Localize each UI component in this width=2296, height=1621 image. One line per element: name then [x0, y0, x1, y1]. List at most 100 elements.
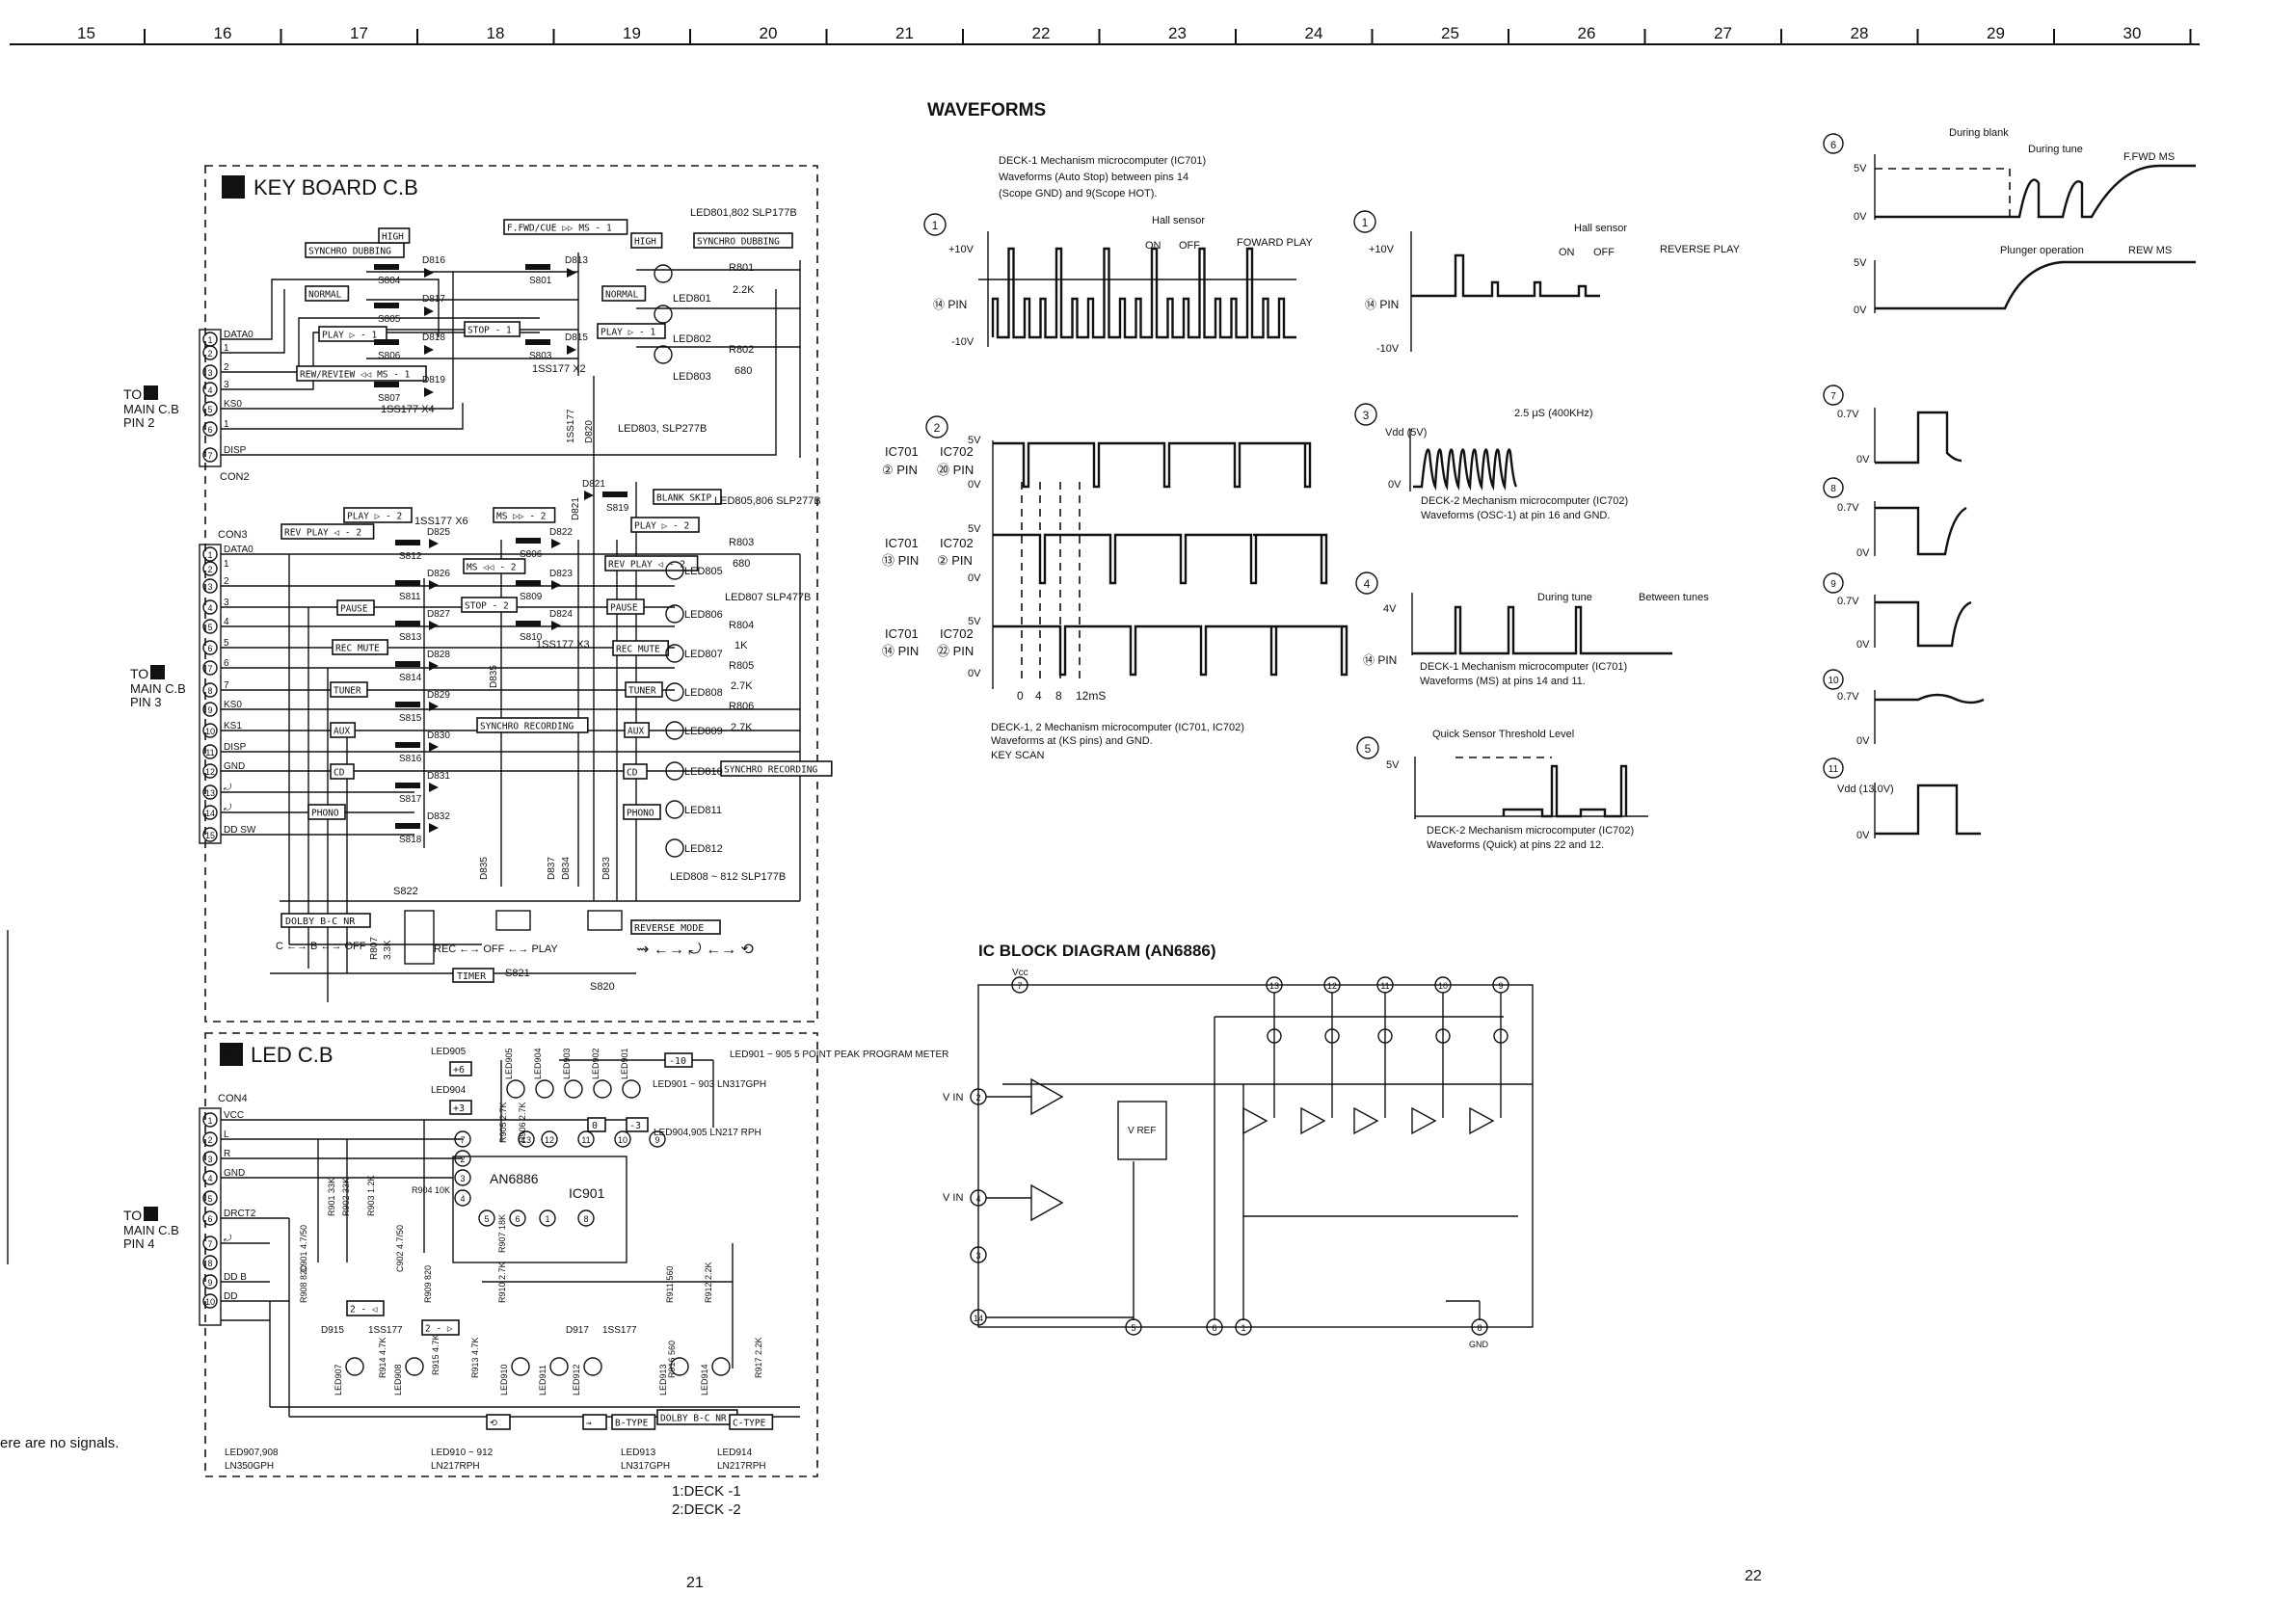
kb-mid-label-9-box: [330, 763, 355, 780]
led-bottom-label-6-box: [729, 1414, 774, 1430]
connector-signal: 2: [224, 576, 229, 587]
waveform-number: 11: [1829, 764, 1839, 775]
svg-text:Waveforms at (KS pins) and GND: Waveforms at (KS pins) and GND.: [991, 735, 1153, 747]
kb-mid-label-21-box: [720, 760, 833, 777]
diode-ref: D823: [549, 569, 573, 579]
kb-mid-label-17-box: [625, 681, 663, 698]
svg-text:LED904: LED904: [431, 1085, 467, 1096]
svg-text:A: A: [147, 1209, 154, 1222]
switch-actuator: [374, 339, 399, 345]
kb-top-label-5: F.FWD/CUE ▷▷ MS - 1: [507, 224, 612, 234]
svg-text:5V: 5V: [1854, 257, 1867, 269]
svg-text:0V: 0V: [1388, 479, 1402, 491]
ic901-pin: [577, 1130, 595, 1148]
to-main-pin4: TO A MAIN C.B PIN 4: [123, 1207, 179, 1251]
svg-text:R803: R803: [729, 537, 754, 548]
svg-text:680: 680: [733, 558, 750, 570]
connector-pin-number: 10: [205, 1297, 215, 1307]
resistor-ref: R916 560: [667, 1341, 677, 1378]
connector-pin: [202, 599, 218, 615]
kb-top-label-0-box: [305, 242, 405, 258]
svg-text:KEY SCAN: KEY SCAN: [991, 750, 1044, 761]
ic901-pin-number: 7: [460, 1135, 465, 1145]
connector-pin-number: 1: [207, 550, 212, 560]
comparator-symbol: [1353, 1106, 1379, 1135]
switch-ref: S813: [399, 632, 422, 643]
diode-type: 1SS177: [602, 1325, 637, 1336]
svg-text:PIN 3: PIN 3: [130, 695, 162, 709]
connector-signal: 7: [224, 680, 229, 691]
svg-text:PIN 2: PIN 2: [123, 415, 155, 430]
board-tag-c: C: [226, 1046, 238, 1065]
to-main-pin3: TO A MAIN C.B PIN 3: [130, 665, 186, 709]
switch-ref: S816: [399, 754, 422, 764]
svg-text:IC701: IC701: [885, 536, 919, 550]
ruler-column-label: 27: [1714, 24, 1732, 42]
waveform-number-circle: [1823, 669, 1844, 690]
kb-mid-label-0-box: [280, 523, 375, 540]
svg-text:5V: 5V: [1386, 759, 1400, 771]
svg-text:1K: 1K: [734, 640, 748, 651]
svg-text:-10: -10: [669, 1056, 686, 1067]
diode-ref: D831: [427, 771, 450, 782]
svg-text:Vdd (5V): Vdd (5V): [1385, 427, 1427, 438]
meter-led-ref: LED905: [504, 1048, 514, 1079]
svg-text:1SS177 X2: 1SS177 X2: [532, 363, 586, 375]
connector-pin-number: 3: [207, 368, 212, 378]
page-number-21: 21: [686, 1575, 704, 1591]
svg-text:LED901 ~ 903 LN317GPH: LED901 ~ 903 LN317GPH: [653, 1079, 766, 1090]
deck-legend-2: 2:DECK -2: [672, 1501, 741, 1518]
svg-text:REVERSE PLAY: REVERSE PLAY: [1660, 244, 1741, 255]
svg-text:S820: S820: [590, 981, 615, 993]
svg-text:㉒ PIN: ㉒ PIN: [937, 644, 974, 658]
connector-signal: VCC: [224, 1110, 244, 1121]
diode-type: 1SS177: [368, 1325, 403, 1336]
svg-text:A: A: [147, 387, 154, 401]
svg-text:5V: 5V: [968, 435, 981, 446]
svg-text:Hall sensor: Hall sensor: [1152, 215, 1205, 226]
diode-symbol: [424, 345, 434, 355]
comparator-symbol: [1300, 1106, 1326, 1135]
svg-text:⑭ PIN: ⑭ PIN: [933, 298, 967, 311]
waveform-number-circle: [1823, 385, 1844, 406]
svg-text:D835: D835: [489, 665, 499, 688]
connector-pin: [202, 578, 218, 594]
led-symbol: [665, 838, 684, 858]
svg-text:D820: D820: [584, 420, 595, 443]
ruler-column-label: 18: [487, 24, 505, 42]
svg-text:S821: S821: [505, 968, 530, 979]
connector-pin-number: 7: [207, 664, 212, 674]
switch-actuator: [525, 339, 550, 345]
ic901-pin-number: 3: [460, 1174, 465, 1183]
svg-text:F.FWD MS: F.FWD MS: [2123, 151, 2175, 163]
switch-actuator: [395, 783, 420, 788]
connector-pin: [202, 660, 218, 676]
switch-actuator: [602, 492, 627, 497]
svg-text:A: A: [153, 667, 161, 680]
waveform-lo-level: 0V: [1856, 735, 1870, 747]
ic901-pin-number: 10: [618, 1135, 627, 1145]
waveform-1-reverse: 1 +10V ⑭ PIN -10V Hall sensor ON OFF REV…: [1353, 210, 1741, 355]
switch-ref: S812: [399, 551, 422, 562]
svg-text:GND: GND: [1469, 1340, 1489, 1349]
led-ref: LED812: [684, 843, 723, 855]
connector-pin: [202, 827, 218, 842]
switch-ref: S819: [606, 503, 629, 514]
kb-top-label-1-box: [305, 285, 350, 302]
svg-text:1SS177: 1SS177: [566, 409, 576, 443]
svg-text:IC701: IC701: [885, 626, 919, 641]
bottom-led-ref: LED912: [572, 1364, 581, 1395]
kb-mid-label-14-box: [604, 555, 699, 571]
connector-pin-number: 11: [205, 748, 214, 757]
svg-text:R801: R801: [729, 262, 754, 274]
meter-led: [564, 1079, 583, 1099]
svg-text:Quick Sensor Threshold Level: Quick Sensor Threshold Level: [1432, 729, 1574, 740]
connector-pin: [202, 546, 218, 562]
diode-symbol: [424, 306, 434, 316]
svg-text:+3: +3: [453, 1103, 465, 1114]
connector-pin-number: 15: [205, 831, 215, 840]
waveform-trace: [1875, 784, 1981, 836]
svg-text:CON4: CON4: [218, 1093, 248, 1104]
